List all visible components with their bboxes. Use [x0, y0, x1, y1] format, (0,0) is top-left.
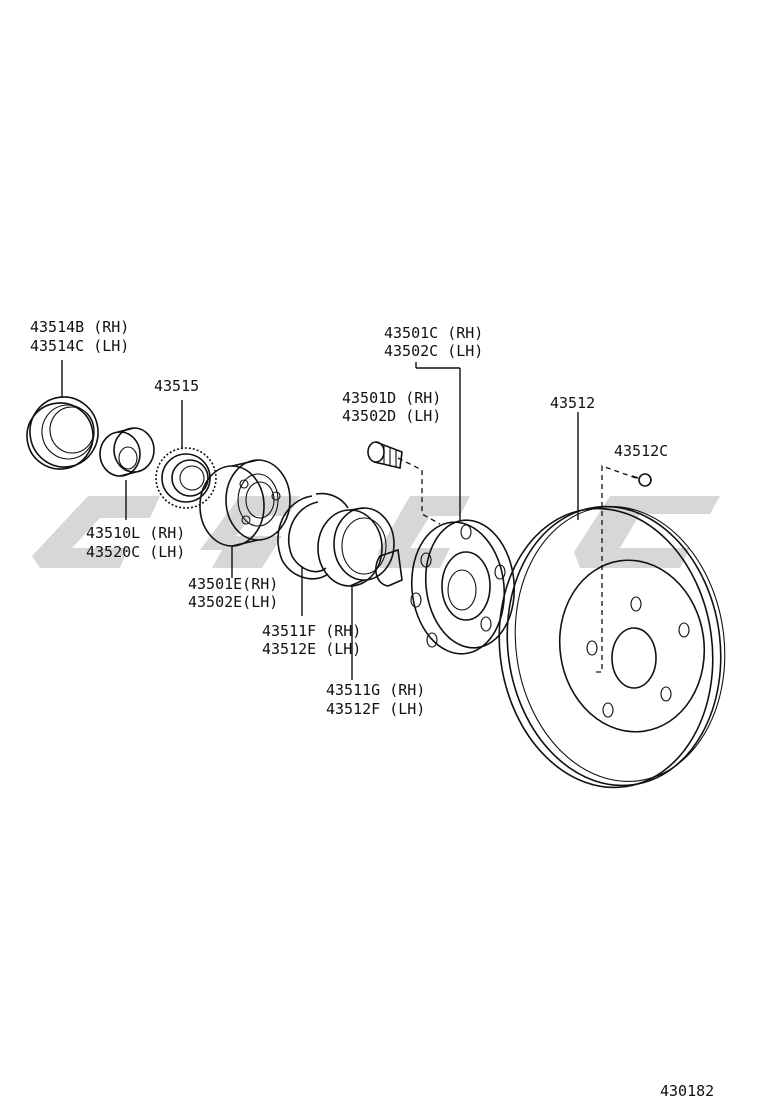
disc-part — [498, 505, 726, 789]
label-disc-screw: 43512C — [614, 442, 668, 460]
figure-number: 430182 — [660, 1082, 714, 1100]
label-oil-seal-rh: 43514B (RH) — [30, 318, 129, 336]
label-snap-ring-rh: 43511F (RH) — [262, 622, 361, 640]
label-seal-ring-rh: 43511G (RH) — [326, 681, 425, 699]
label-sensor-rotor: 43515 — [154, 377, 199, 395]
label-hub-lh: 43502C (LH) — [384, 342, 483, 360]
label-snap-ring-lh: 43512E (LH) — [262, 640, 361, 658]
seal-ring-part — [317, 507, 395, 587]
sensor-rotor-part — [155, 447, 217, 509]
label-bearing-rh: 43501E(RH) — [188, 575, 278, 593]
hub-bolt-part — [367, 441, 403, 469]
label-hub-bolt-lh: 43502D (LH) — [342, 407, 441, 425]
disc-screw-part — [631, 473, 652, 487]
oil-seal-part — [26, 396, 99, 470]
label-bearing-lh: 43502E(LH) — [188, 593, 278, 611]
inner-cone-part — [99, 427, 155, 477]
label-inner-cone-rh: 43510L (RH) — [86, 524, 185, 542]
label-hub-rh: 43501C (RH) — [384, 324, 483, 342]
label-oil-seal-lh: 43514C (LH) — [30, 337, 129, 355]
snap-ring-part — [277, 492, 349, 580]
leader-lines — [61, 360, 637, 680]
label-hub-bolt-rh: 43501D (RH) — [342, 389, 441, 407]
label-disc: 43512 — [550, 394, 595, 412]
hub-part — [375, 519, 516, 655]
label-inner-cone-lh: 43520C (LH) — [86, 543, 185, 561]
label-seal-ring-lh: 43512F (LH) — [326, 700, 425, 718]
bearing-part — [199, 459, 291, 547]
callout-labels: 43514B (RH) 43514C (LH) 43510L (RH) 4352… — [30, 318, 714, 1100]
